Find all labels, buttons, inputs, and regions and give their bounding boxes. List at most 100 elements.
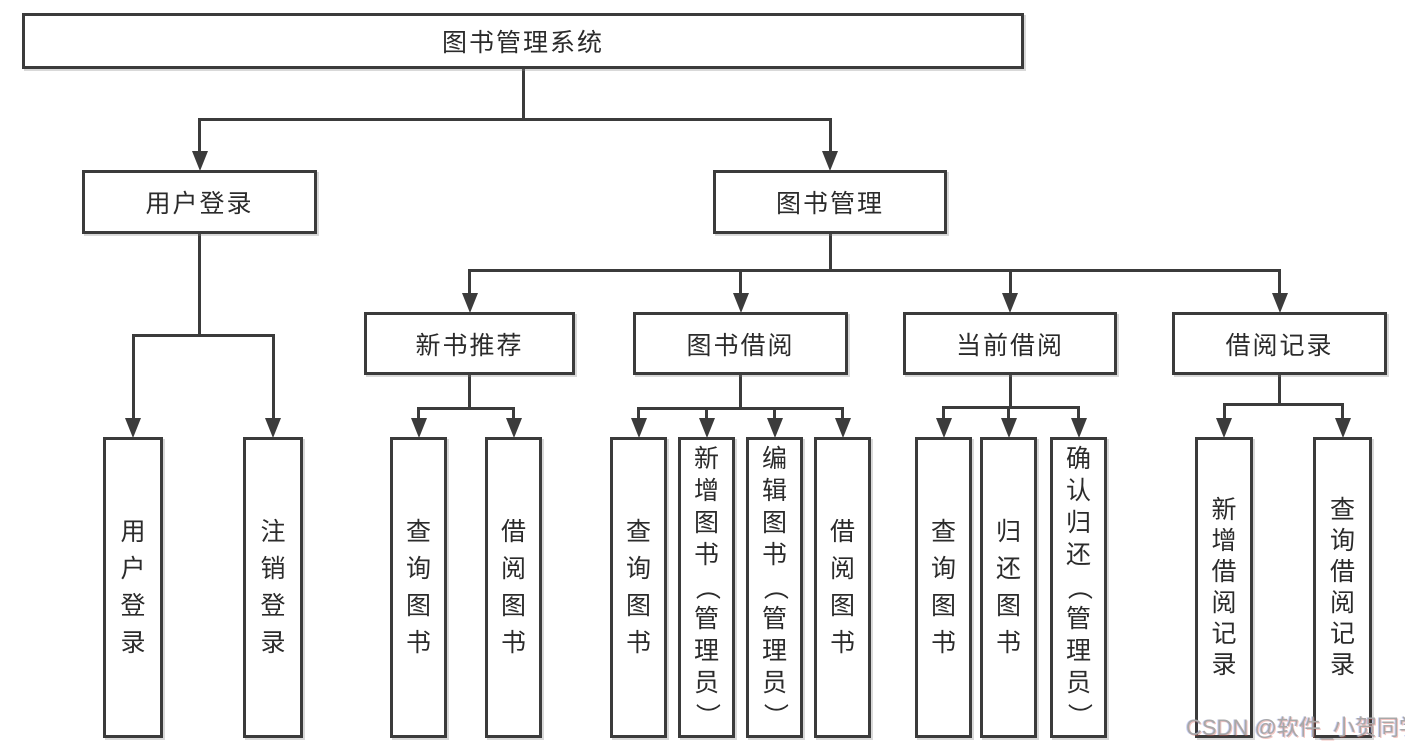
glyph: 管	[762, 605, 788, 633]
connector-root-drop-user-login	[198, 119, 201, 158]
arrowhead-leaf-add-books	[698, 418, 715, 438]
glyph: ）	[761, 703, 789, 729]
connector-user-login-stem	[198, 234, 201, 335]
node-label-vertical: 查询借阅记录	[1330, 495, 1356, 679]
connector-book-borrow-drop-leaf-query-books-2	[637, 408, 640, 425]
glyph: 阅	[1330, 588, 1356, 617]
node-leaf-query-books-2: 查询图书	[610, 437, 667, 738]
glyph: 记	[1330, 619, 1356, 648]
glyph: 记	[1211, 619, 1237, 648]
connector-book-mgmt-drop-new-book-rec	[468, 270, 471, 300]
node-label: 当前借阅	[955, 331, 1064, 360]
connector-borrow-records-drop-leaf-query-borrow-record	[1341, 404, 1344, 425]
node-label-vertical: 编辑图书（管理员）	[761, 445, 789, 729]
glyph: 书	[694, 541, 720, 569]
glyph: 书	[762, 541, 788, 569]
connector-new-book-rec-branch	[417, 406, 515, 410]
glyph: 员	[694, 669, 720, 697]
arrowhead-leaf-add-borrow-record	[1216, 418, 1232, 438]
node-label: 图书借阅	[686, 331, 795, 360]
glyph: 阅	[830, 554, 856, 583]
connector-user-login-drop-leaf-user-login	[131, 335, 135, 425]
glyph: 借	[1211, 557, 1237, 586]
glyph: 管	[1066, 605, 1092, 633]
glyph: 图	[406, 591, 432, 620]
glyph: 查	[406, 517, 432, 546]
connector-current-borrow-stem	[1008, 375, 1012, 407]
glyph: 询	[931, 554, 957, 583]
glyph: 录	[120, 628, 146, 657]
connector-current-borrow-drop-leaf-query-books-3	[942, 407, 945, 425]
glyph: 员	[762, 669, 788, 697]
glyph: 阅	[501, 554, 527, 583]
glyph: 辑	[762, 477, 788, 505]
arrowhead-leaf-borrow-books-1	[505, 418, 522, 438]
glyph: 借	[1330, 557, 1356, 586]
glyph: 录	[1211, 650, 1237, 679]
connector-borrow-records-drop-leaf-add-borrow-record	[1222, 404, 1226, 425]
arrowhead-leaf-query-books-2	[630, 418, 647, 438]
glyph: 新	[1211, 495, 1237, 524]
node-current-borrow: 当前借阅	[903, 312, 1117, 375]
connector-new-book-rec-drop-leaf-borrow-books-1	[512, 408, 515, 425]
glyph: 理	[762, 637, 788, 665]
glyph: 用	[120, 517, 146, 546]
node-label-vertical: 查询图书	[931, 519, 957, 657]
glyph: 图	[931, 591, 957, 620]
glyph: 登	[260, 591, 286, 620]
glyph: 借	[830, 517, 856, 546]
node-label-vertical: 借阅图书	[830, 517, 856, 656]
connector-current-borrow-drop-leaf-confirm-return	[1077, 407, 1080, 425]
node-new-book-rec: 新书推荐	[364, 312, 575, 375]
glyph: 查	[1330, 495, 1356, 524]
connector-root-branch	[198, 117, 832, 121]
arrowhead-leaf-borrow-books-2	[834, 418, 851, 438]
arrowhead-leaf-return-books	[1000, 418, 1017, 438]
node-leaf-return-books: 归还图书	[980, 437, 1037, 738]
node-leaf-query-books-3: 查询图书	[915, 437, 972, 738]
node-label-vertical: 归还图书	[996, 519, 1022, 657]
glyph: （	[1065, 575, 1093, 601]
glyph: 增	[694, 477, 720, 505]
node-leaf-edit-books: 编辑图书（管理员）	[746, 437, 803, 738]
glyph: 理	[1066, 637, 1092, 665]
node-label-vertical: 新增借阅记录	[1211, 495, 1237, 679]
glyph: 确	[1066, 445, 1092, 473]
arrowhead-leaf-confirm-return	[1070, 418, 1087, 438]
node-label: 新书推荐	[415, 331, 524, 360]
glyph: 询	[406, 554, 432, 583]
glyph: 户	[120, 554, 146, 583]
glyph: 录	[1330, 650, 1356, 679]
node-label: 图书管理	[775, 190, 884, 218]
glyph: 管	[694, 605, 720, 633]
arrowhead-current-borrow	[1002, 293, 1018, 313]
glyph: 销	[260, 554, 286, 583]
node-book-borrow: 图书借阅	[633, 312, 848, 375]
glyph: 登	[120, 591, 146, 620]
arrowhead-leaf-query-borrow-record	[1334, 418, 1351, 438]
connector-root-drop-book-mgmt	[828, 119, 832, 158]
arrowhead-user-login	[191, 151, 208, 171]
node-leaf-confirm-return: 确认归还（管理员）	[1050, 437, 1107, 738]
glyph: 书	[996, 628, 1022, 657]
node-leaf-add-borrow-record: 新增借阅记录	[1195, 437, 1253, 738]
node-label: 用户登录	[145, 190, 254, 218]
glyph: ）	[693, 703, 721, 729]
connector-book-borrow-drop-leaf-add-books	[705, 408, 708, 425]
node-leaf-add-books: 新增图书（管理员）	[678, 437, 735, 738]
glyph: 归	[1066, 509, 1092, 537]
connector-book-borrow-stem	[739, 375, 742, 408]
connector-root-stem	[521, 69, 525, 119]
glyph: 编	[762, 445, 788, 473]
arrowhead-leaf-user-login	[125, 418, 141, 438]
glyph: 图	[996, 591, 1022, 620]
arrowhead-leaf-logout	[265, 418, 281, 438]
connector-book-borrow-drop-leaf-edit-books	[773, 408, 776, 425]
node-label: 图书管理系统	[441, 29, 604, 57]
connector-book-mgmt-stem	[828, 234, 832, 270]
node-leaf-borrow-books-1: 借阅图书	[485, 437, 542, 738]
glyph: 员	[1066, 669, 1092, 697]
glyph: 书	[931, 628, 957, 657]
glyph: 询	[626, 554, 652, 583]
